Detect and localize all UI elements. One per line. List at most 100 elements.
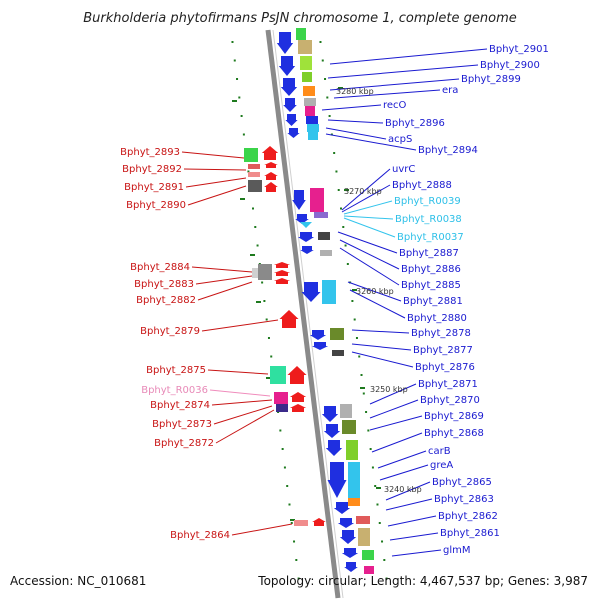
feature-block	[304, 98, 316, 106]
right-gene-label: Bphyt_2880	[407, 313, 467, 324]
right-gene-label: Bphyt_2862	[438, 511, 498, 522]
feature-block	[320, 250, 332, 256]
right-gene-label: acpS	[388, 134, 412, 145]
leader-line	[347, 281, 402, 302]
feature-block	[258, 264, 272, 280]
leader-line	[333, 89, 441, 99]
chromosome-backbone	[265, 29, 344, 599]
forward-gene-arrow	[337, 518, 355, 528]
accession-info: Accession: NC_010681	[10, 574, 146, 588]
label-leader-lines	[181, 48, 488, 557]
right-gene-label: Bphyt_R0037	[397, 232, 464, 243]
forward-gene-arrow	[333, 502, 351, 514]
leader-line	[349, 289, 406, 319]
leader-line	[341, 184, 391, 213]
leader-line	[329, 78, 460, 91]
genome-stats: Topology: circular; Length: 4,467,537 bp…	[258, 574, 588, 588]
leader-line	[369, 415, 423, 431]
feature-block	[296, 28, 306, 40]
leader-line	[389, 532, 439, 541]
leader-line	[207, 369, 269, 375]
forward-gene-arrow	[285, 114, 298, 126]
forward-gene-arrow	[295, 214, 309, 224]
reverse-gene-arrow	[273, 278, 291, 284]
leader-line	[209, 389, 271, 397]
leader-line	[343, 215, 394, 220]
feature-block	[244, 148, 258, 162]
left-gene-label: Bphyt_2890	[126, 200, 186, 211]
right-gene-label: Bphyt_2863	[434, 494, 494, 505]
feature-block	[302, 72, 312, 82]
genes-value: 3,987	[553, 574, 588, 588]
forward-gene-arrow	[301, 282, 321, 302]
feature-block	[303, 86, 315, 96]
feature-block	[276, 404, 288, 412]
leader-line	[325, 127, 387, 140]
reverse-gene-arrow	[264, 172, 278, 180]
leader-line	[327, 64, 479, 79]
leader-line	[341, 168, 391, 211]
forward-gene-arrow	[327, 462, 347, 498]
forward-gene-arrow	[287, 128, 300, 138]
feature-block	[308, 132, 318, 140]
leader-line	[369, 383, 417, 405]
feature-block	[340, 404, 352, 418]
leader-line	[379, 464, 429, 481]
leader-line	[391, 549, 442, 557]
leader-line	[337, 231, 398, 254]
leader-line	[321, 104, 382, 111]
leader-line	[181, 151, 245, 159]
right-gene-label: recO	[383, 100, 407, 111]
reverse-gene-arrow	[279, 310, 299, 328]
feature-block	[252, 268, 258, 278]
scale-label: 3240 kbp	[384, 485, 422, 494]
left-gene-label: Bphyt_R0036	[141, 385, 208, 396]
reverse-gene-arrow	[312, 518, 326, 526]
topology-value: circular	[318, 574, 363, 588]
feature-block	[248, 172, 260, 177]
feature-block	[300, 56, 312, 70]
right-gene-label: Bphyt_2861	[440, 528, 500, 539]
feature-block	[248, 180, 262, 192]
scale-label: 3250 kbp	[370, 385, 408, 394]
leader-line	[231, 523, 293, 536]
leader-line	[351, 351, 414, 368]
right-gene-label: Bphyt_R0038	[395, 214, 462, 225]
leader-line	[197, 281, 253, 301]
forward-gene-arrow	[300, 246, 314, 254]
feature-block	[307, 124, 319, 132]
feature-block	[310, 188, 324, 212]
feature-block	[358, 528, 370, 546]
leader-line	[339, 247, 400, 286]
feature-block	[348, 462, 360, 498]
left-gene-label: Bphyt_2883	[134, 279, 194, 290]
right-gene-label: Bphyt_2901	[489, 44, 549, 55]
leader-line	[185, 177, 247, 188]
left-gene-label: Bphyt_2879	[140, 326, 200, 337]
leader-line	[325, 133, 417, 151]
leader-line	[385, 498, 433, 511]
left-gene-label: Bphyt_2893	[120, 147, 180, 158]
leader-line	[327, 119, 384, 124]
leader-line	[213, 405, 273, 425]
feature-block	[314, 212, 328, 218]
forward-gene-arrow	[297, 232, 315, 242]
leader-line	[329, 48, 488, 65]
left-gene-label: Bphyt_2872	[154, 438, 214, 449]
feature-block	[270, 366, 286, 384]
right-gene-label: Bphyt_2870	[420, 395, 480, 406]
forward-gene-arrow	[280, 78, 298, 96]
accession-value: NC_010681	[77, 574, 147, 588]
forward-gene-arrow	[341, 548, 359, 558]
reverse-gene-arrow	[273, 270, 291, 276]
feature-block	[348, 498, 360, 506]
right-gene-labels: Bphyt_2901Bphyt_2900Bphyt_2899erarecOBph…	[383, 44, 549, 556]
right-gene-label: uvrC	[392, 164, 415, 175]
feature-block	[342, 420, 356, 434]
right-gene-label: Bphyt_2888	[392, 180, 452, 191]
left-gene-label: Bphyt_2892	[122, 164, 182, 175]
leader-line	[387, 515, 437, 527]
right-gene-label: Bphyt_2886	[401, 264, 461, 275]
feature-block	[330, 328, 344, 340]
